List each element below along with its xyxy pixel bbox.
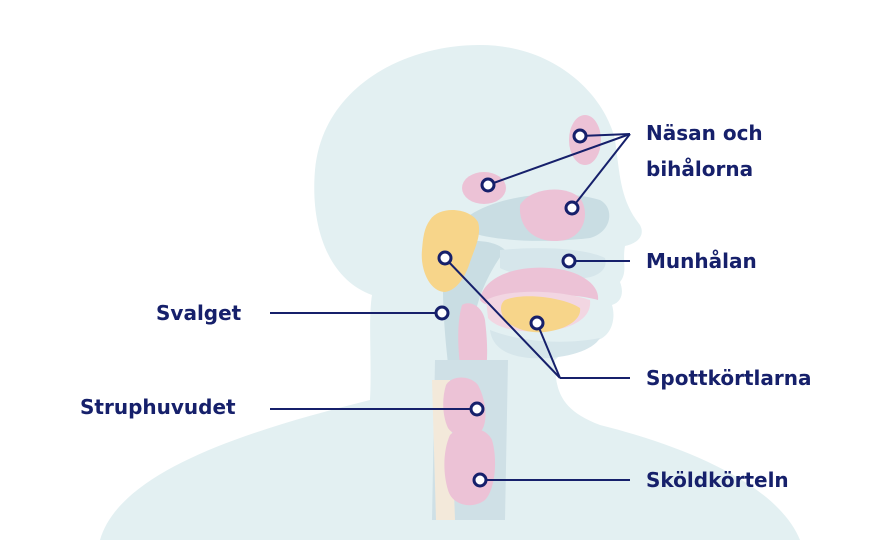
label-pharynx: Svalget [156, 301, 242, 325]
marker-maxillary-sinus [564, 200, 580, 216]
larynx-shape [443, 377, 486, 437]
pointer-nose-maxillary [571, 133, 631, 209]
label-oral-cavity: Munhålan [646, 249, 757, 273]
marker-larynx [469, 401, 485, 417]
thyroid-shape [444, 428, 496, 506]
marker-mouth [561, 253, 577, 269]
marker-frontal-sinus [572, 128, 588, 144]
marker-thyroid [472, 472, 488, 488]
parotid-gland [421, 210, 480, 292]
marker-submandibular [529, 315, 545, 331]
pointer-nose-sphenoid [487, 133, 631, 186]
pointer-salivary-sub [536, 322, 561, 379]
marker-pharynx [434, 305, 450, 321]
label-nose-sinuses: Näsan och bihålorna [646, 115, 763, 187]
pointer-nose-frontal [579, 133, 631, 137]
markers [434, 128, 588, 488]
pointer-salivary-parotid [444, 257, 561, 379]
label-nose-line2: bihålorna [646, 157, 754, 181]
label-larynx: Struphuvudet [80, 395, 236, 419]
marker-parotid [437, 250, 453, 266]
marker-sphenoid-sinus [480, 177, 496, 193]
label-salivary-glands: Spottkörtlarna [646, 366, 812, 390]
label-nose-line1: Näsan och [646, 121, 763, 145]
label-thyroid: Sköldkörteln [646, 468, 789, 492]
submandibular-gland [501, 296, 581, 333]
pointer-lines [270, 133, 631, 481]
